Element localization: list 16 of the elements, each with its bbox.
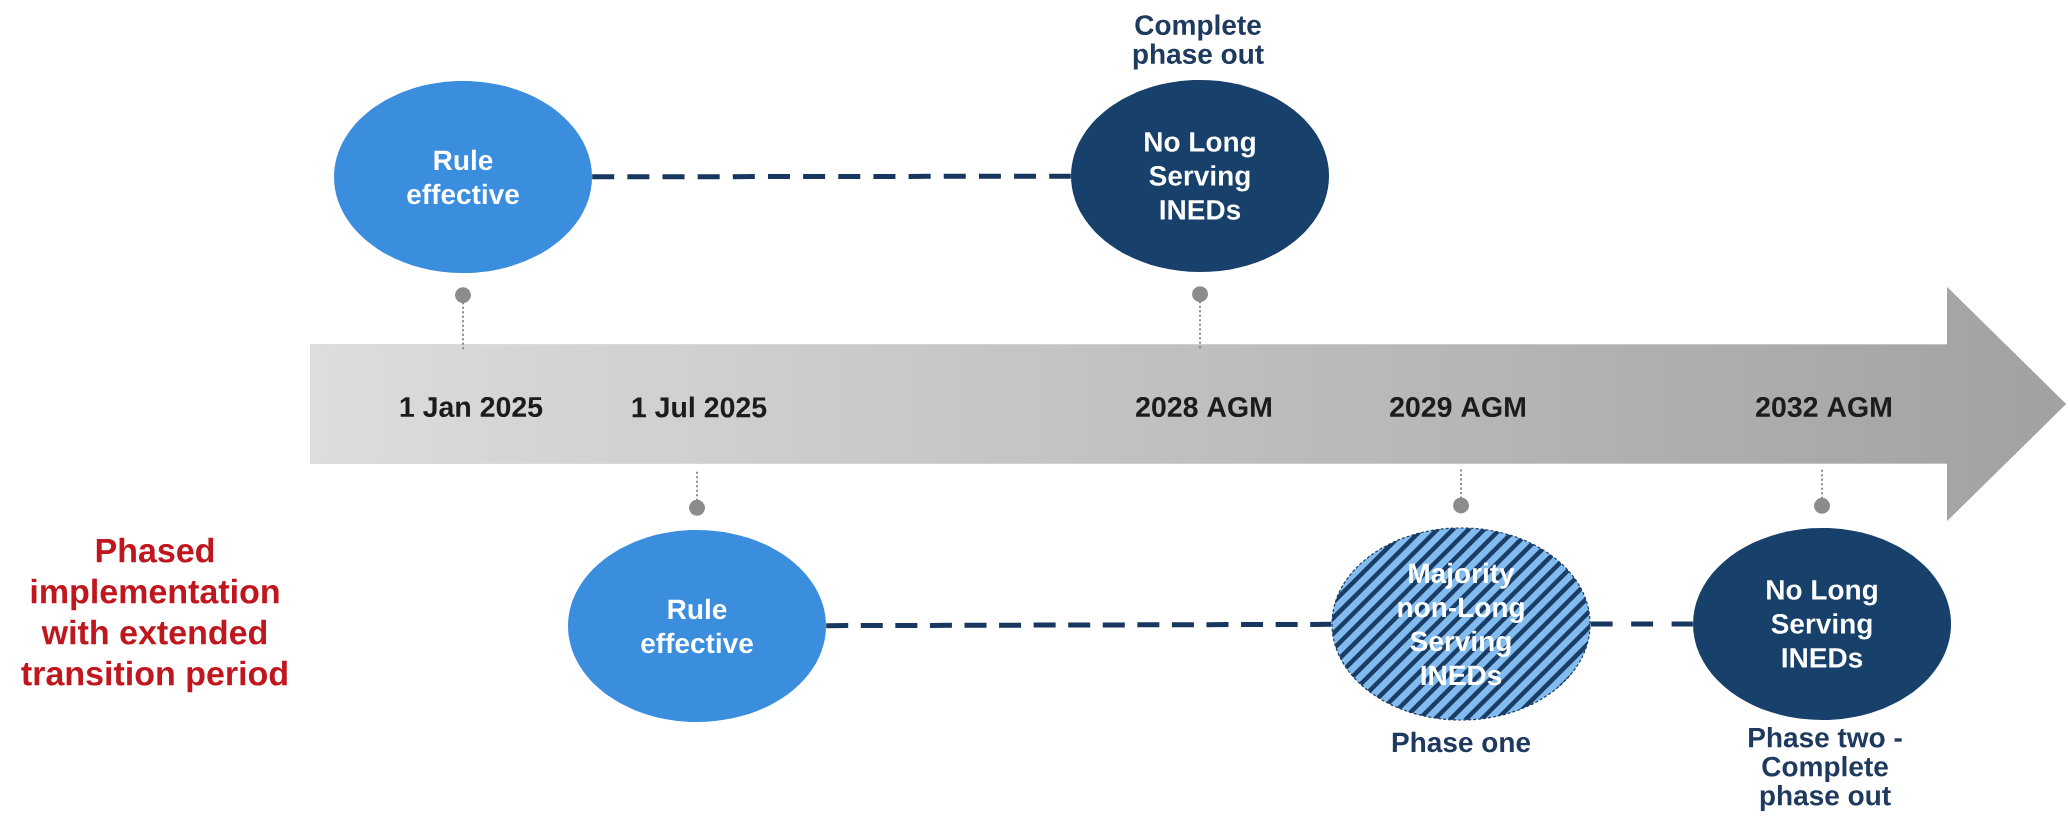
dotted-leader	[455, 287, 471, 352]
dotted-leader	[1814, 468, 1831, 514]
date-label: 2028 AGM	[1136, 396, 1271, 418]
dotted-leader	[1453, 468, 1469, 514]
date-label: 1 Jul 2025	[632, 396, 767, 418]
milestone-caption: Phase one	[1392, 731, 1531, 753]
milestone-caption: Complete phase out	[1133, 14, 1264, 70]
date-label: 1 Jan 2025	[400, 396, 543, 418]
dashed-connector	[592, 173, 1071, 180]
timeline-arrow	[310, 287, 2067, 521]
side-note: Phased implementation with extended transition period	[21, 537, 287, 693]
dashed-connector	[1590, 621, 1693, 627]
dashed-connector	[826, 621, 1332, 629]
milestone-caption: Phase two - Complete phase out	[1749, 726, 1902, 812]
date-label: 2029 AGM	[1390, 396, 1525, 418]
date-label: 2032 AGM	[1756, 396, 1891, 418]
